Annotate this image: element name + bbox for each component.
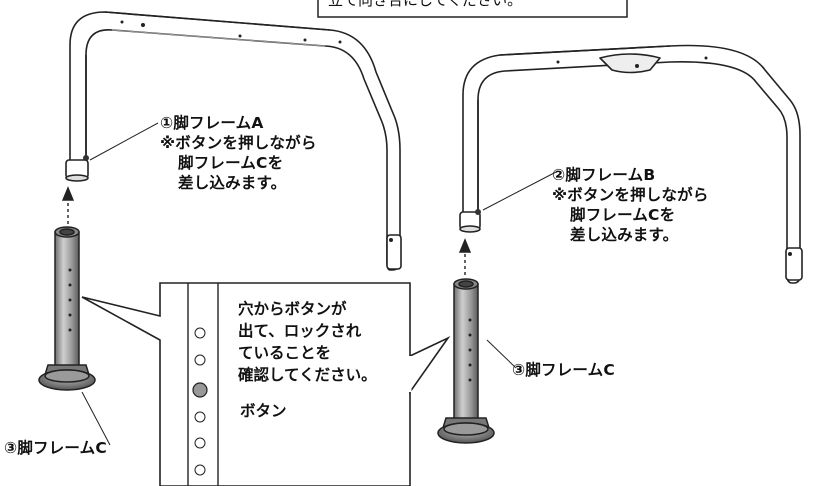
frame-a-note-1: ※ボタンを押しながら xyxy=(160,134,317,152)
insert-arrow-right xyxy=(458,238,472,275)
frame-b-title: ②脚フレームB xyxy=(552,166,656,184)
top-note-box xyxy=(317,0,628,18)
frame-c-right-label: ③脚フレームC xyxy=(512,361,615,379)
frame-a-title: ①脚フレームA xyxy=(160,114,264,132)
frame-c-left-drawing xyxy=(38,226,96,391)
frame-a-note-3: 差し込みます。 xyxy=(178,174,287,192)
callout-line-4: 確認してください。 xyxy=(238,366,377,384)
frame-a-drawing xyxy=(65,11,402,271)
callout-line-2: 出て、ロックされ xyxy=(238,322,362,340)
frame-b-drawing xyxy=(459,44,803,284)
callout-text: 穴からボタンが 出て、ロックされ ていることを 確認してください。 xyxy=(238,298,377,386)
frame-b-note-1: ※ボタンを押しながら xyxy=(552,186,709,204)
callout-line-3: ていることを xyxy=(238,344,332,362)
button-label: ボタン xyxy=(240,402,287,420)
top-note-text: 立て向き合にしてください。 xyxy=(328,0,523,9)
insert-arrow-left xyxy=(61,186,75,224)
frame-c-left-label: ③脚フレームC xyxy=(4,439,107,457)
frame-b-note-2: 脚フレームCを xyxy=(570,206,676,224)
callout-bubble xyxy=(81,282,451,486)
frame-b-label: ②脚フレームB ※ボタンを押しながら 脚フレームCを 差し込みます。 xyxy=(552,165,709,245)
callout-line-1: 穴からボタンが xyxy=(238,300,347,318)
frame-b-note-3: 差し込みます。 xyxy=(570,226,679,244)
frame-c-right-drawing xyxy=(437,278,495,444)
frame-a-label: ①脚フレームA ※ボタンを押しながら 脚フレームCを 差し込みます。 xyxy=(160,113,317,193)
frame-a-note-2: 脚フレームCを xyxy=(178,154,284,172)
